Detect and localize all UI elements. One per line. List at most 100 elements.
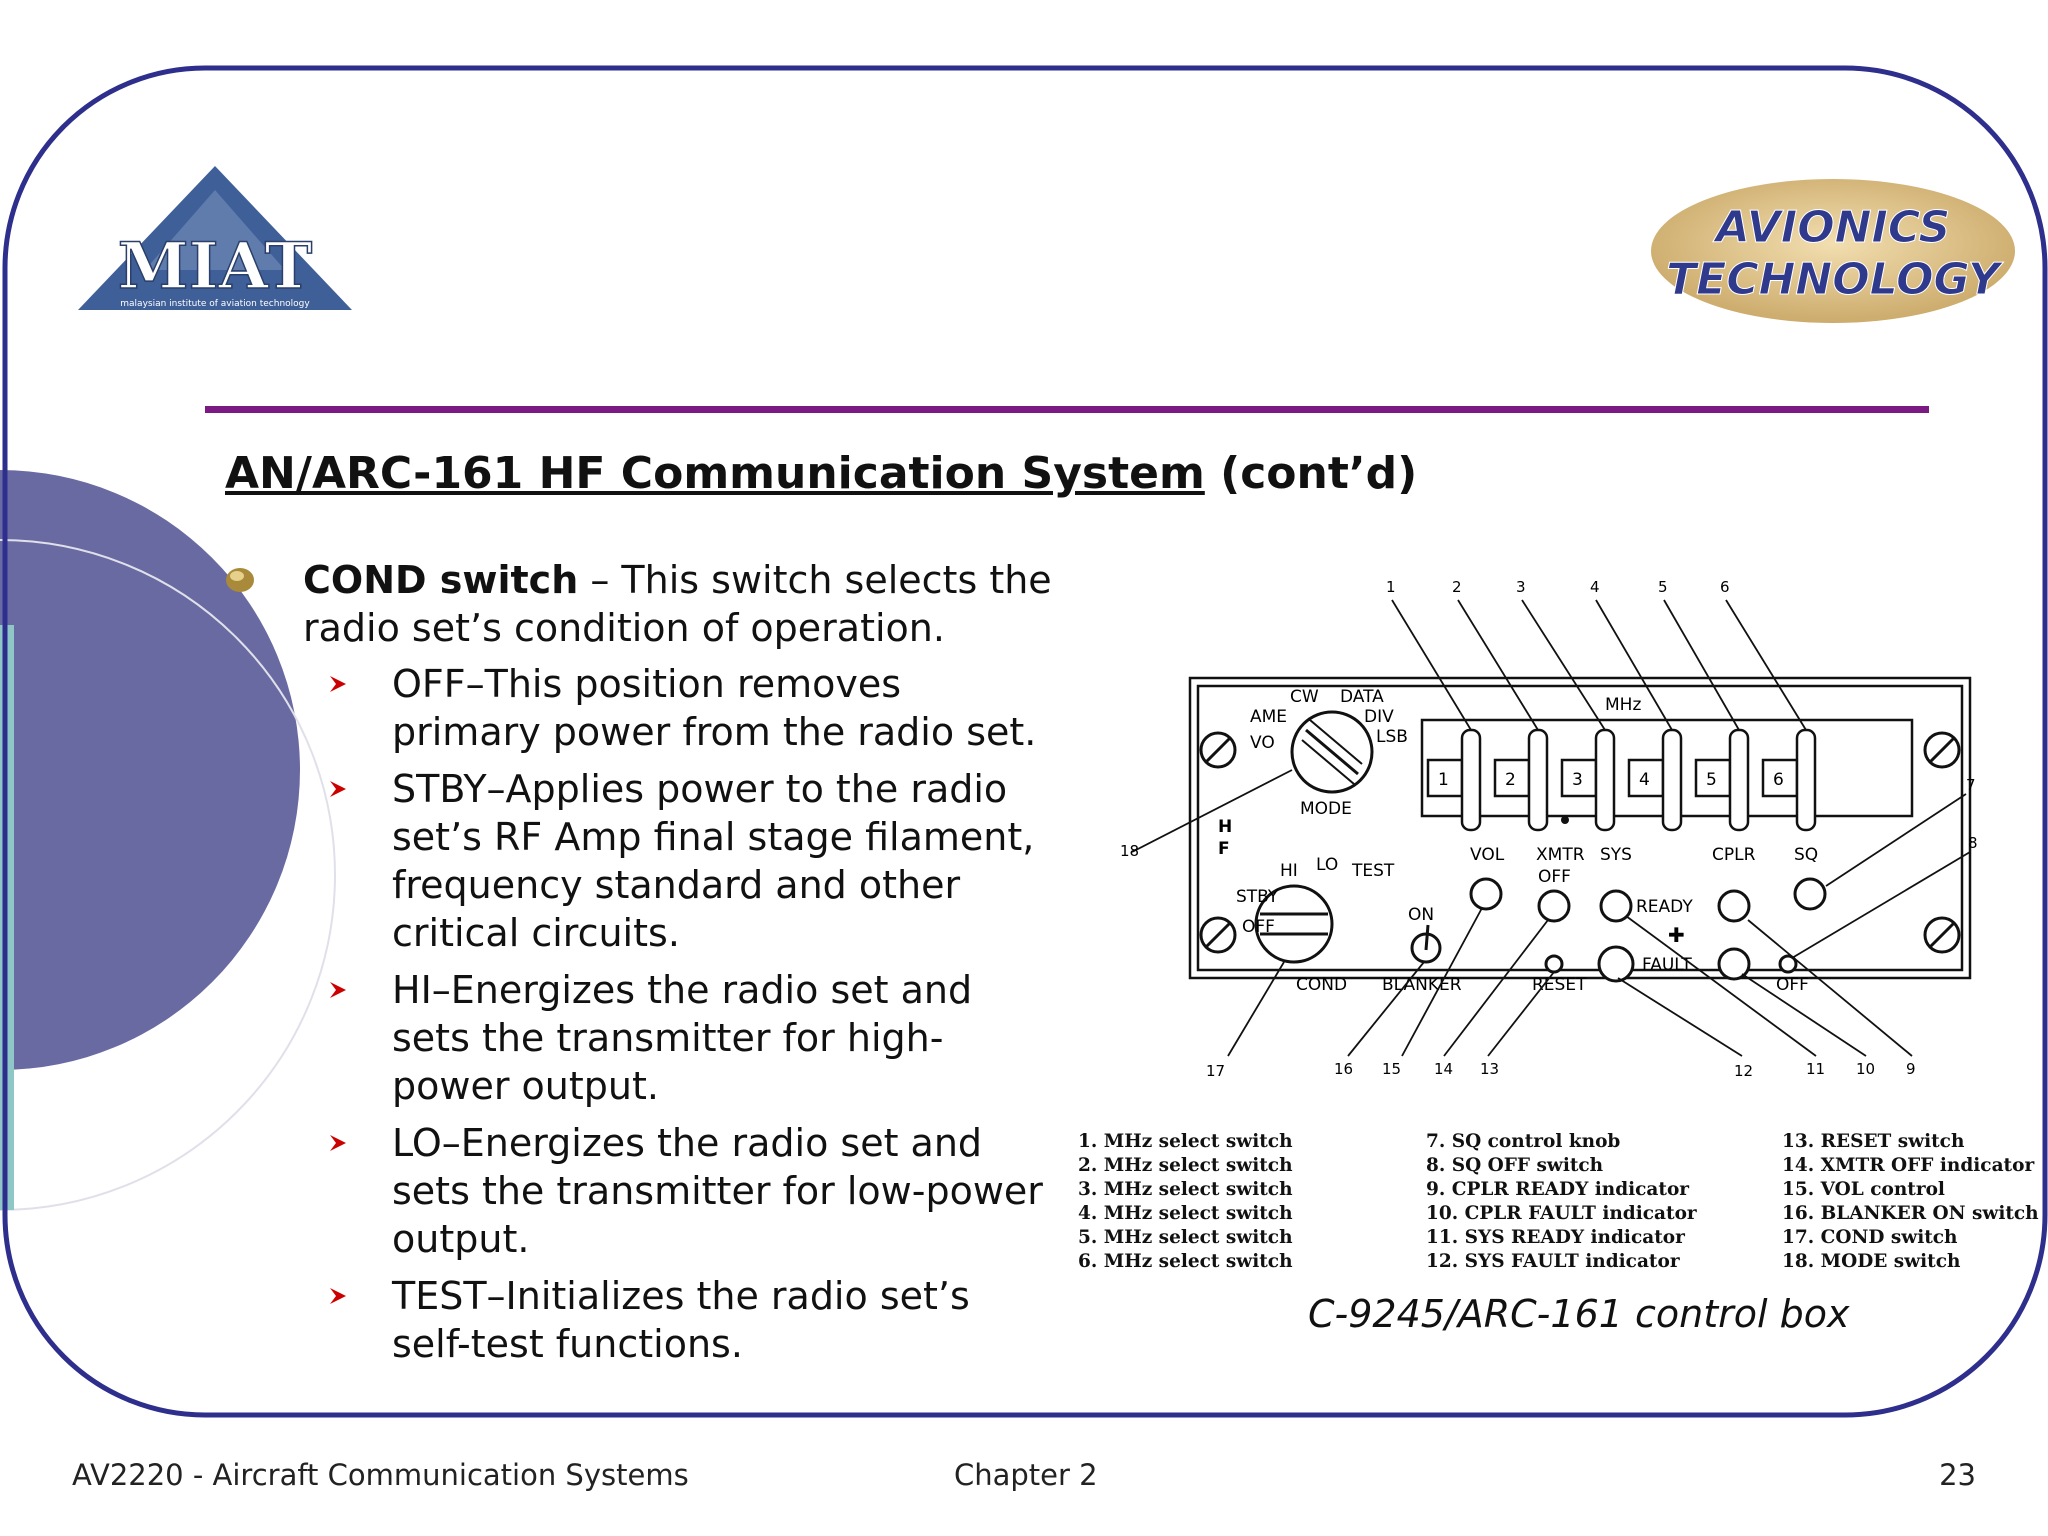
- callout-4: 4: [1590, 578, 1600, 596]
- sub-bullet-hi: HI–Energizes the radio set and sets the …: [225, 966, 1055, 1110]
- xmtr-label: XMTR: [1536, 845, 1585, 865]
- bullet-text: – This switch selects the radio set’s co…: [303, 558, 1052, 650]
- mounting-screws: [1199, 731, 1961, 954]
- legend-item: 13. RESET switch: [1782, 1131, 1965, 1152]
- sub-bullet-lo: LO–Energizes the radio set and sets the …: [225, 1119, 1055, 1263]
- mode-label-lsb: LSB: [1376, 727, 1408, 747]
- slide-title: AN/ARC-161 HF Communication System (cont…: [225, 448, 1417, 499]
- gold-bullet-icon: [226, 568, 254, 592]
- arrow-bullet-icon: [330, 982, 346, 998]
- legend-item: 12. SYS FAULT indicator: [1426, 1251, 1680, 1272]
- footer-chapter: Chapter 2: [954, 1458, 1098, 1492]
- sub-bullet-list: OFF–This position removes primary power …: [225, 660, 1055, 1368]
- xmtr-off-label: OFF: [1538, 867, 1571, 887]
- sub-bullet-text: OFF–This position removes primary power …: [392, 662, 1037, 754]
- callout-16: 16: [1334, 1060, 1353, 1078]
- legend-item: 17. COND switch: [1782, 1227, 1958, 1248]
- callout-13: 13: [1480, 1060, 1499, 1078]
- digit-6: 6: [1773, 770, 1784, 790]
- cond-label-off: OFF: [1242, 917, 1275, 937]
- mode-label-vo: VO: [1250, 733, 1275, 753]
- legend-item: 2. MHz select switch: [1078, 1155, 1293, 1176]
- sub-bullet-text: HI–Energizes the radio set and sets the …: [392, 968, 973, 1108]
- digit-5: 5: [1706, 770, 1717, 790]
- cond-label-test: TEST: [1351, 861, 1395, 881]
- vol-label: VOL: [1470, 845, 1505, 865]
- mode-label-ame: AME: [1250, 707, 1287, 727]
- callout-18: 18: [1120, 842, 1139, 860]
- cond-knob: [1254, 884, 1334, 964]
- logo-subtitle: malaysian institute of aviation technolo…: [120, 299, 310, 309]
- mhz-label: MHz: [1605, 695, 1641, 715]
- logo-text: MIAT: [118, 229, 313, 304]
- avionics-technology-badge: AVIONICS TECHNOLOGY: [1651, 179, 2015, 323]
- legend-item: 8. SQ OFF switch: [1426, 1155, 1604, 1176]
- sys-label: SYS: [1600, 845, 1632, 865]
- legend-item: 16. BLANKER ON switch: [1782, 1203, 2039, 1224]
- callout-2: 2: [1452, 578, 1462, 596]
- arrow-bullet-icon: [330, 1135, 346, 1151]
- hf-label-f: F: [1218, 839, 1230, 859]
- legend-column-2: 7. SQ control knob 8. SQ OFF switch 9. C…: [1426, 1130, 1697, 1274]
- sub-bullet-text: LO–Energizes the radio set and sets the …: [392, 1121, 1043, 1261]
- blanker-label: BLANKER: [1382, 975, 1462, 995]
- figure-caption: C-9245/ARC-161 control box: [1308, 1292, 1850, 1336]
- blanker-toggle: [1410, 924, 1442, 964]
- panel-inner-outline: [1196, 684, 1964, 972]
- badge-line1: AVIONICS: [1713, 202, 1951, 253]
- blanker-on-label: ON: [1408, 905, 1434, 925]
- control-box-diagram: CW DATA AME DIV VO LSB MODE MHz 1 2 3 4 …: [1120, 578, 1978, 1080]
- legend-column-3: 13. RESET switch 14. XMTR OFF indicator …: [1782, 1130, 2039, 1274]
- legend-column-1: 1. MHz select switch 2. MHz select switc…: [1078, 1130, 1293, 1274]
- reset-label: RESET: [1532, 975, 1587, 995]
- bullet-content: COND switch – This switch selects the ra…: [225, 556, 1055, 1377]
- legend-item: 7. SQ control knob: [1426, 1131, 1621, 1152]
- callout-7: 7: [1966, 776, 1976, 794]
- mode-knob: [1290, 710, 1374, 794]
- bullet-cond-switch: COND switch – This switch selects the ra…: [225, 556, 1055, 652]
- cond-label-hi: HI: [1280, 861, 1298, 881]
- mode-title: MODE: [1300, 799, 1352, 819]
- callout-1: 1: [1386, 578, 1396, 596]
- callout-12: 12: [1734, 1062, 1753, 1080]
- callout-10: 10: [1856, 1060, 1875, 1078]
- ready-label: READY: [1636, 897, 1693, 917]
- indicators: [1469, 877, 1827, 983]
- cplr-label: CPLR: [1712, 845, 1756, 865]
- digit-4: 4: [1639, 770, 1650, 790]
- mode-label-data: DATA: [1340, 687, 1384, 707]
- arrow-bullet-icon: [330, 781, 346, 797]
- legend-item: 18. MODE switch: [1782, 1251, 1961, 1272]
- callout-3: 3: [1516, 578, 1526, 596]
- sub-bullet-text: STBY–Applies power to the radio set’s RF…: [392, 767, 1035, 955]
- legend-item: 11. SYS READY indicator: [1426, 1227, 1685, 1248]
- footer-page-number: 23: [1939, 1458, 1976, 1492]
- mode-label-div: DIV: [1364, 707, 1394, 727]
- title-rule: [205, 406, 1929, 413]
- callout-17: 17: [1206, 1062, 1225, 1080]
- arrow-bullet-icon: [330, 1288, 346, 1304]
- callout-14: 14: [1434, 1060, 1453, 1078]
- cond-label-stby: STBY: [1236, 887, 1279, 907]
- mode-label-cw: CW: [1290, 687, 1319, 707]
- digit-1: 1: [1438, 770, 1449, 790]
- left-circle-decoration: [0, 470, 300, 1070]
- sub-bullet-test: TEST–Initializes the radio set’s self-te…: [225, 1272, 1055, 1368]
- legend-item: 5. MHz select switch: [1078, 1227, 1293, 1248]
- plus-symbol: ✚: [1668, 923, 1685, 947]
- bullet-term: COND switch: [303, 558, 579, 602]
- sub-bullet-text: TEST–Initializes the radio set’s self-te…: [392, 1274, 970, 1366]
- cond-title: COND: [1296, 975, 1347, 995]
- callout-5: 5: [1658, 578, 1668, 596]
- left-circle-outline: [0, 539, 336, 1211]
- callout-8: 8: [1968, 834, 1978, 852]
- digit-2: 2: [1505, 770, 1516, 790]
- cond-label-lo: LO: [1316, 855, 1338, 875]
- legend-item: 10. CPLR FAULT indicator: [1426, 1203, 1697, 1224]
- callout-15: 15: [1382, 1060, 1401, 1078]
- sub-bullet-off: OFF–This position removes primary power …: [225, 660, 1055, 756]
- legend-item: 15. VOL control: [1782, 1179, 1945, 1200]
- slide-title-suffix: (cont’d): [1204, 448, 1418, 499]
- legend-item: 6. MHz select switch: [1078, 1251, 1293, 1272]
- miat-logo: MIAT malaysian institute of aviation tec…: [78, 166, 352, 310]
